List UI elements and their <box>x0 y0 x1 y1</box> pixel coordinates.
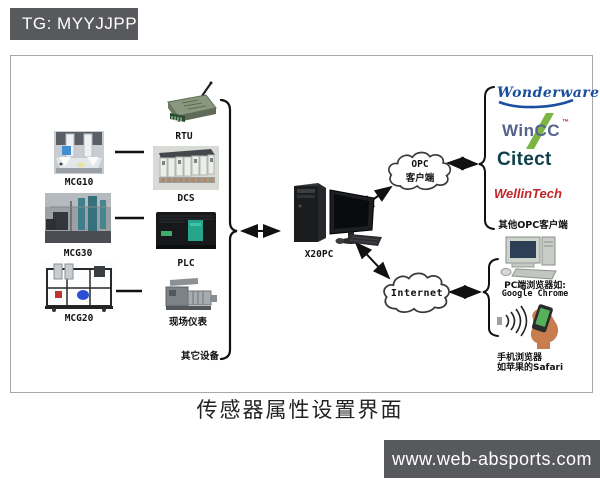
mobile-browser-label-line1: 手机浏览器 <box>497 353 543 363</box>
watermark-tag-badge: TG: MYYJJPP <box>10 8 138 40</box>
mcg10-label: MCG10 <box>64 177 94 188</box>
rtu-device-image <box>167 81 217 122</box>
wonderware-swoosh-icon <box>498 99 574 109</box>
mcg20-device-image <box>42 260 116 312</box>
x20pc-label: X20PC <box>304 249 334 260</box>
mobile-browser-label-line2: 如苹果的Safari <box>497 363 564 373</box>
mcg10-device-image <box>54 131 104 174</box>
wincc-slash-icon <box>526 113 554 149</box>
citect-logo-text: Citect <box>497 149 552 170</box>
dcs-device-image <box>153 146 219 190</box>
rtu-label: RTU <box>175 131 193 142</box>
wonderware-logo-text: Wonderware <box>497 85 600 101</box>
diagram-caption: 传感器属性设置界面 <box>196 398 404 422</box>
x20pc-computer-image <box>294 183 382 246</box>
mcg30-label: MCG30 <box>63 248 93 259</box>
wonderware-logo: Wonderware <box>497 84 599 110</box>
mcg30-device-image <box>45 193 111 243</box>
field-instrument-label: 现场仪表 <box>168 317 207 328</box>
wincc-logo: WinCC ™ <box>498 113 578 149</box>
wellintech-logo: WellinTech <box>494 185 562 203</box>
wellintech-logo-text: WellinTech <box>494 186 562 201</box>
wincc-trademark: ™ <box>562 119 569 126</box>
site-watermark: www.web-absports.com <box>384 440 600 478</box>
architecture-diagram: MCG10 MCG30 <box>10 55 599 393</box>
dcs-label: DCS <box>177 193 195 204</box>
mcg20-label: MCG20 <box>64 313 94 324</box>
pc-browser-label-line2: Google Chrome <box>501 289 569 299</box>
desktop-pc-image <box>500 236 557 280</box>
other-devices-label: 其它设备 <box>180 351 219 362</box>
field-instrument-image <box>165 278 217 310</box>
citect-logo: Citect <box>497 149 552 171</box>
mobile-phone-image <box>497 304 559 349</box>
plc-device-image <box>156 212 216 249</box>
wincc-logo-text: WinCC <box>502 121 561 140</box>
pc-browser-label-line1: PC端浏览器如: <box>504 281 566 291</box>
other-opc-clients-label: 其他OPC客户端 <box>498 220 568 231</box>
plc-label: PLC <box>177 258 195 269</box>
